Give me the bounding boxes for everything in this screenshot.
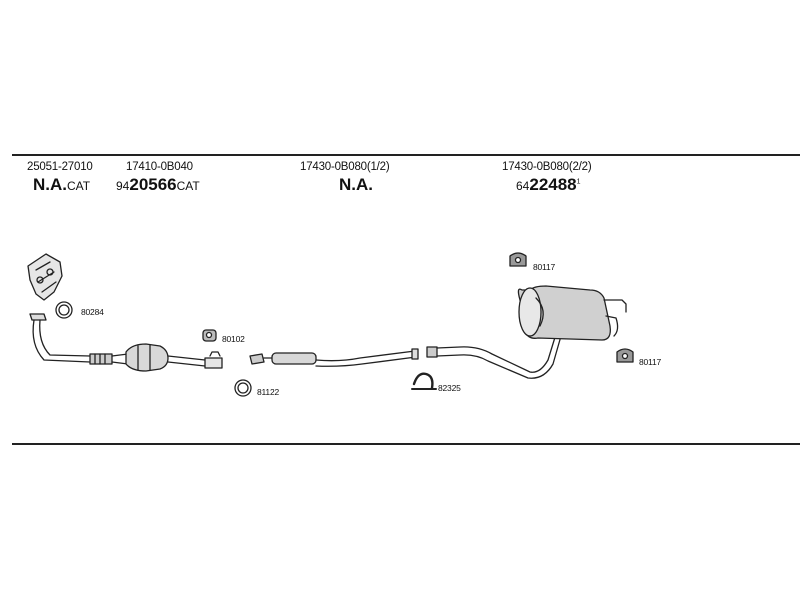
- code-1: N.A.CAT: [33, 175, 90, 195]
- catalytic-converter-icon: [125, 343, 223, 372]
- clamp-icon: [411, 372, 437, 390]
- code-4-value: 22488: [529, 175, 577, 194]
- callout-ring-b: 81122: [257, 387, 280, 397]
- hanger-icon: [509, 252, 527, 267]
- rear-muffler-icon: [517, 285, 627, 341]
- exhaust-manifold-icon: [27, 253, 63, 301]
- part-number-3: 17430-0B080(1/2): [300, 161, 390, 173]
- hanger-icon: [616, 348, 634, 363]
- part-number-2: 17410-0B040: [126, 161, 193, 173]
- callout-clamp: 82325: [438, 383, 461, 393]
- bottom-divider: [12, 443, 800, 445]
- callout-mount-a: 80102: [222, 334, 245, 344]
- code-1-value: N.A.: [33, 175, 67, 194]
- ring-icon: [55, 301, 73, 319]
- code-3: N.A.: [339, 175, 373, 195]
- mount-icon: [202, 329, 217, 342]
- callout-hanger-right: 80117: [639, 357, 662, 367]
- code-2: 9420566CAT: [116, 175, 200, 195]
- code-2-suffix: CAT: [176, 179, 200, 193]
- intermediate-pipe-icon: [249, 348, 419, 367]
- code-4-suffix: 1: [576, 178, 581, 186]
- code-4: 64224881: [516, 175, 581, 195]
- rear-pipe-icon: [426, 333, 562, 379]
- front-pipe-icon: [29, 313, 129, 365]
- code-4-prefix: 64: [516, 179, 530, 193]
- part-number-4: 17430-0B080(2/2): [502, 161, 592, 173]
- ring-icon: [234, 379, 252, 397]
- top-divider: [12, 154, 800, 156]
- callout-hanger-top: 80117: [533, 262, 556, 272]
- callout-ring-a: 80284: [81, 307, 104, 317]
- code-3-value: N.A.: [339, 175, 373, 194]
- code-2-prefix: 94: [116, 179, 130, 193]
- code-2-value: 20566: [129, 175, 177, 194]
- code-1-suffix: CAT: [67, 179, 91, 193]
- part-number-1: 25051-27010: [27, 161, 93, 173]
